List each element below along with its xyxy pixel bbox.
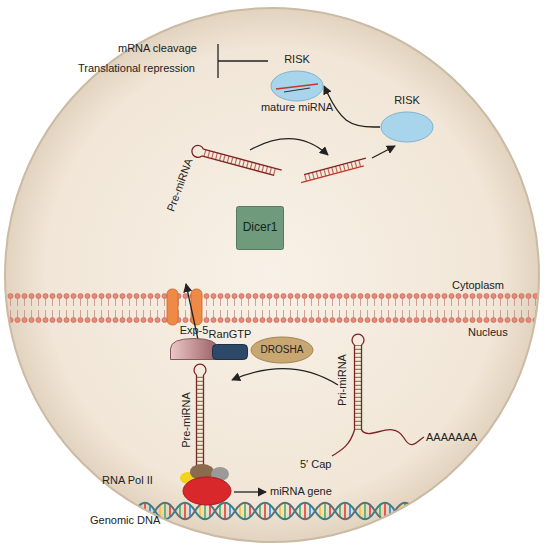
node-label: Dicer1 [243,221,278,234]
rna-label: Pre-miRNA [180,392,193,448]
node-label: mature miRNA [261,101,333,114]
exportin-shape-outline [170,338,218,360]
exportin-shape: Exp-5 [170,338,218,360]
mirna-duplex [299,158,367,183]
compartment-label: Nucleus [468,326,508,339]
node-label: RNA Pol II [102,474,153,487]
node-label: RISK [394,94,420,107]
inhibition-bar [218,44,268,78]
node-label: RISK [284,53,310,66]
rna-end-label: 5′ Cap [300,458,331,471]
outcome-label: Translational repression [78,62,195,75]
pre-mirna-hairpin [194,364,206,476]
rna-label: Pri-miRNA [336,354,349,406]
rangtp-shape-outline [212,344,248,360]
nuclear-pore [167,289,202,325]
risc-complex-outline [270,70,324,102]
rna-end-label: AAAAAAA [426,431,477,444]
dna-label: Genomic DNA [90,514,160,527]
outcome-label: mRNA cleavage [118,42,197,55]
node-label: RanGTP [209,328,252,341]
cell-outline [5,8,539,542]
nuclear-membrane [0,293,544,323]
risc-complex: RISK [380,111,434,143]
risc-complex: RISKmature miRNA [270,70,324,102]
pri-mirna-hairpin [332,334,424,456]
enzyme-ellipse: DROSHA [250,336,314,364]
node-label: DROSHA [261,343,304,356]
process-arrow [186,139,395,492]
polymerase-blob-outline [182,476,232,506]
polymerase-blob: RNA Pol II [182,476,232,506]
gene-label: miRNA gene [270,485,332,498]
pre-mirna-hairpin [190,144,282,179]
node-label: Exp-5 [180,324,209,337]
compartment-label: Cytoplasm [452,279,504,292]
enzyme-box: Dicer1 [236,206,284,250]
risc-complex-outline [380,111,434,143]
rangtp-shape: RanGTP [212,344,248,360]
